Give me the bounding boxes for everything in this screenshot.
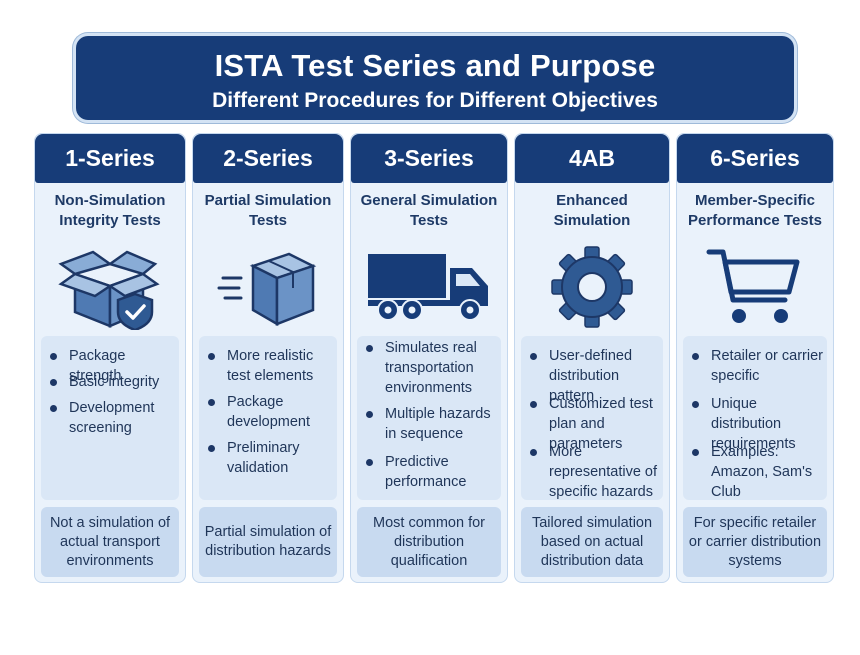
list-item: Examples: Amazon, Sam's Club (692, 442, 823, 502)
series-subtitle-2: Partial Simulation Tests (204, 192, 332, 229)
series-footer-3: Most common for distribution qualificati… (357, 507, 501, 577)
truck-icon (368, 254, 488, 321)
series-footer-4: Tailored simulation based on actual dist… (521, 507, 663, 577)
series-footer-1: Not a simulation of actual transport env… (41, 507, 179, 577)
list-item: Retailer or carrier specific (692, 348, 823, 384)
list-item: Unique distribution requirements (692, 394, 823, 454)
page-subtitle: Different Procedures for Different Objec… (212, 89, 658, 112)
series-subtitle-4: Enhanced Simulation (553, 192, 631, 229)
series-subtitle-5: Member-Specific Performance Tests (688, 192, 822, 229)
title-banner: ISTA Test Series and Purpose Different P… (76, 36, 794, 120)
page-title: ISTA Test Series and Purpose (214, 48, 656, 83)
list-item: Package strength (50, 346, 175, 386)
series-footer-5: For specific retailer or carrier distrib… (683, 507, 827, 577)
list-item: User-defined distribution pattern (530, 346, 659, 406)
list-item: More representative of specific hazards (530, 444, 658, 500)
series-column-5: 6-Series Member-Specific Performance Tes… (676, 133, 834, 583)
footer-text: Not a simulation of actual transport env… (49, 514, 171, 569)
series-title-1: 1-Series (35, 134, 185, 183)
series-column-2: 2-Series Partial Simulation Tests More r… (192, 133, 344, 583)
shopping-cart-icon (706, 249, 800, 323)
series-title-2: 2-Series (193, 134, 343, 183)
box-shield-icon (58, 250, 160, 330)
gear-icon (551, 246, 633, 328)
series-column-4: 4AB Enhanced Simulation (514, 133, 670, 583)
series-footer-2: Partial simulation of distribution hazar… (199, 507, 337, 577)
footer-text: Partial simulation of distribution hazar… (204, 524, 332, 559)
list-item: Customized test plan and parameters (530, 394, 659, 454)
series-subtitle-3: General Simulation Tests (360, 192, 498, 229)
moving-box-icon (217, 252, 317, 327)
list-item: Multiple hazards in sequence (366, 404, 497, 444)
list-item: Simulates real transportation environmen… (366, 338, 497, 398)
bullet-box-5: Retailer or carrier specific Unique dist… (683, 336, 827, 500)
list-item: Predictive performance (366, 452, 497, 492)
bullet-box-4: User-defined distribution pattern Custom… (521, 336, 663, 500)
bullet-box-3: Simulates real transportation environmen… (357, 336, 501, 500)
series-subtitle-1: Non-Simulation Integrity Tests (54, 192, 166, 229)
series-columns: 1-Series Non-Simulation Integrity Tests … (34, 133, 834, 583)
series-title-3: 3-Series (351, 134, 507, 183)
footer-text: Most common for distribution qualificati… (373, 514, 485, 569)
bullet-box-2: More realistic test elements Package dev… (199, 336, 337, 500)
bullet-box-1: Package strength Basic integrity Develop… (41, 336, 179, 500)
list-item: Development screening (50, 398, 175, 438)
series-column-1: 1-Series Non-Simulation Integrity Tests … (34, 133, 186, 583)
list-item: More realistic test elements (208, 346, 333, 386)
series-title-4: 4AB (515, 134, 669, 183)
list-item: Preliminary validation (208, 438, 333, 478)
footer-text: Tailored simulation based on actual dist… (531, 514, 653, 569)
series-column-3: 3-Series General Simulation Tests S (350, 133, 508, 583)
footer-text: For specific retailer or carrier distrib… (688, 514, 822, 569)
list-item: Package development (208, 392, 333, 432)
list-item: Basic integrity (50, 372, 175, 392)
series-title-5: 6-Series (677, 134, 833, 183)
